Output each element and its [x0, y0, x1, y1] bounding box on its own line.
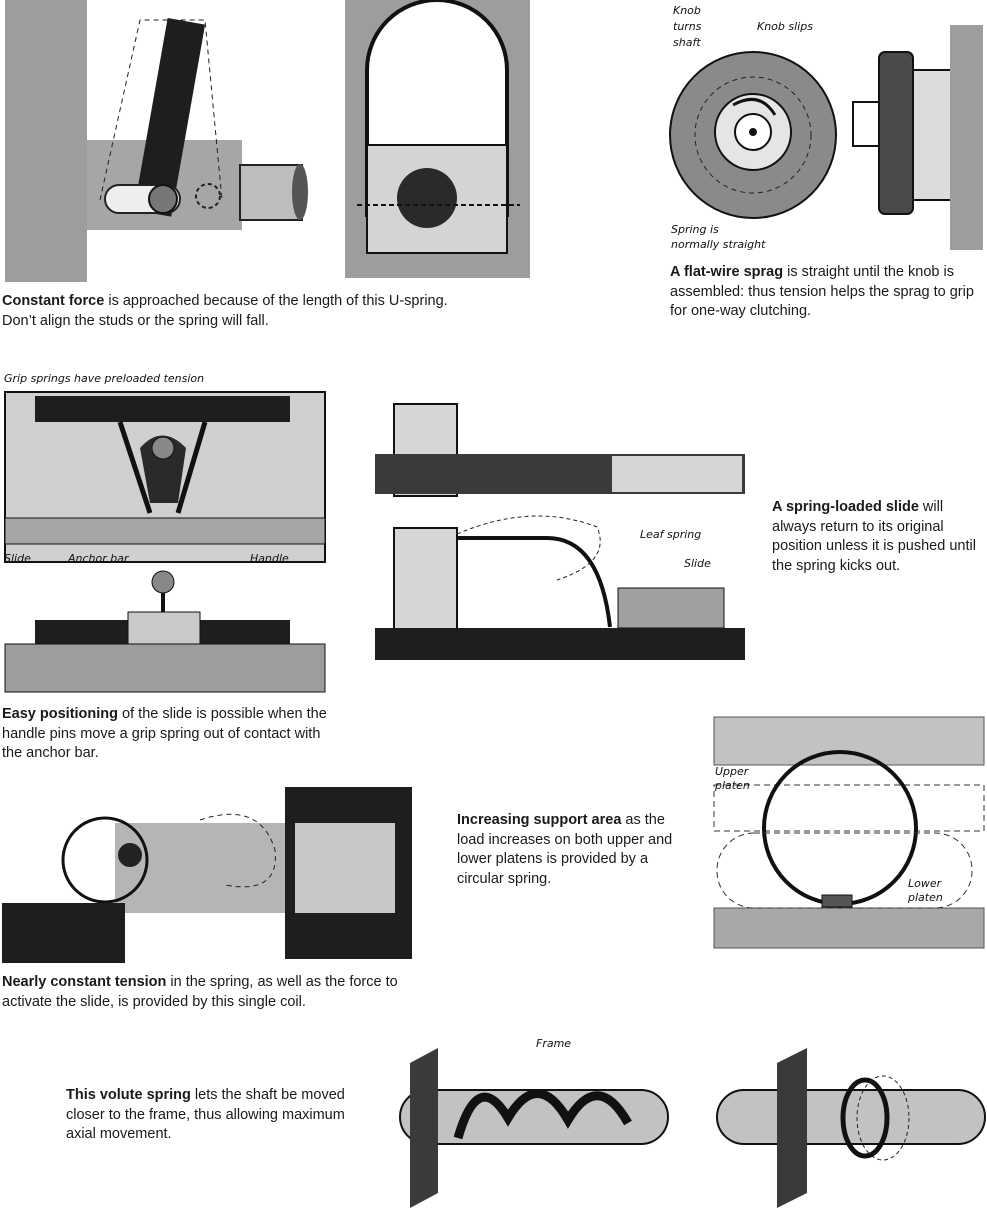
label-lower-platen-1: Lower: [908, 877, 943, 890]
upper-platen: [713, 716, 985, 766]
caption-coil-bold: Nearly constant tension: [2, 974, 167, 990]
u-spring-strip: [133, 18, 206, 217]
caption-positioning-bold: Easy positioning: [2, 706, 119, 722]
caption-slide-loaded-text: will always return to its original posit…: [772, 499, 976, 574]
shaft-center: [749, 128, 757, 136]
frame-plate: [5, 0, 87, 282]
circular-spring-platens: Upper platen Lower platen: [713, 716, 985, 949]
label-upper-platen-2: platen: [714, 779, 750, 792]
label-spring-straight-2: normally straight: [671, 238, 766, 251]
single-coil-slide: [2, 787, 412, 963]
u-spring-front-view: [345, 0, 530, 278]
caption-volute-text: lets the shaft be moved closer to the fr…: [66, 1087, 345, 1142]
grip-spring-left: [117, 421, 153, 514]
handle-body: [140, 435, 186, 503]
base-rail: [375, 628, 745, 660]
volute-spring-extended: Frame: [399, 1037, 669, 1208]
caption-sprag: A flat-wire sprag is straight until the …: [670, 263, 982, 322]
label-knob-turns-2: turns: [673, 20, 702, 33]
coil-hub: [118, 843, 142, 867]
compressed-spring-dashed: [716, 832, 973, 909]
label-slide: Slide: [4, 552, 31, 565]
caption-u-spring: Constant force is approached because of …: [2, 292, 482, 331]
right-block-window: [295, 823, 395, 913]
top-slide-window: [612, 456, 742, 492]
handle-knob: [151, 436, 175, 460]
volute-spring-dashed: [856, 1075, 910, 1161]
caption-u-spring-text: is approached because of the length of t…: [2, 293, 448, 329]
label-knob-turns-3: shaft: [673, 36, 701, 49]
label-spring-straight-1: Spring is: [671, 223, 719, 236]
shaft: [239, 164, 303, 221]
caption-u-spring-bold: Constant force: [2, 293, 105, 309]
frame-section: [950, 25, 983, 250]
caption-slide-loaded-bold: A spring-loaded slide: [772, 499, 919, 515]
label-knob-slips: Knob slips: [757, 20, 813, 33]
label-frame: Frame: [536, 1037, 571, 1050]
label-slide-right: Slide: [684, 557, 711, 570]
caption-support-area-text: as the load increases on both upper and …: [457, 812, 673, 887]
slide-block-right: [617, 587, 725, 629]
caption-slide-loaded: A spring-loaded slide will always return…: [772, 498, 984, 576]
stud-rear: [195, 183, 221, 209]
caption-positioning: Easy positioning of the slide is possibl…: [2, 705, 327, 764]
caption-volute: This volute spring lets the shaft be mov…: [66, 1086, 366, 1145]
knob-inner-dashed: [694, 76, 812, 194]
spring-loaded-slide: Leaf spring Slide: [375, 403, 745, 660]
side-base: [4, 643, 326, 693]
caption-coil-text: in the spring, as well as the force to a…: [2, 974, 398, 1010]
knurled-knob: [878, 51, 914, 215]
label-handle: Handle: [250, 552, 289, 565]
caption-positioning-text: of the slide is possible when the handle…: [2, 706, 327, 761]
base-block: [2, 903, 125, 963]
label-upper-platen-1: Upper: [715, 765, 750, 778]
label-leaf-spring: Leaf spring: [640, 528, 701, 541]
label-knob-turns-1: Knob: [673, 4, 701, 17]
stud-front: [148, 184, 178, 214]
volute-spring-nested: [840, 1077, 890, 1159]
caption-volute-bold: This volute spring: [66, 1087, 191, 1103]
anchor-bar: [35, 396, 290, 422]
shaft-right: [716, 1089, 986, 1145]
caption-coil: Nearly constant tension in the spring, a…: [2, 973, 412, 1012]
u-spring-side-view: [5, 0, 308, 282]
label-lower-platen-2: platen: [907, 891, 943, 904]
caption-support-area-bold: Increasing support area: [457, 812, 622, 828]
shaft-end: [292, 164, 308, 220]
coil-spring: [61, 816, 149, 904]
knob-hub: [912, 69, 954, 201]
side-handle-knob: [151, 570, 175, 594]
side-handle-block: [127, 611, 201, 645]
lower-platen: [713, 907, 985, 949]
label-anchor-bar: Anchor bar: [67, 552, 130, 565]
circular-spring: [762, 750, 918, 906]
grip-spring-slide: Grip springs have preloaded tension Slid…: [4, 372, 326, 693]
bottom-clamp-block: [393, 527, 458, 631]
sprag-knob-views: Knob turns shaft Knob slips Spring is no…: [669, 4, 983, 251]
shaft-section: [397, 168, 457, 228]
coil-spring-dashed: [199, 813, 276, 888]
label-grip-springs: Grip springs have preloaded tension: [4, 372, 204, 385]
caption-sprag-bold: A flat-wire sprag: [670, 264, 784, 280]
volute-spring-compressed: [716, 1048, 986, 1208]
caption-sprag-text: is straight until the knob is assembled:…: [670, 264, 974, 319]
upper-platen-dashed: [713, 784, 985, 832]
spring-clip: [821, 894, 853, 908]
frame-plate: [410, 1048, 438, 1208]
frame-plate: [777, 1048, 807, 1208]
sprag-wire: [732, 97, 777, 116]
volute-spring-coils: [453, 1089, 632, 1140]
leaf-spring: [457, 536, 612, 628]
grip-spring-right: [175, 421, 208, 514]
spring-outline-dashed: [99, 19, 223, 201]
slide-base-bar: [4, 517, 326, 545]
caption-support-area: Increasing support area as the load incr…: [457, 811, 692, 889]
hex-nut: [852, 101, 882, 147]
